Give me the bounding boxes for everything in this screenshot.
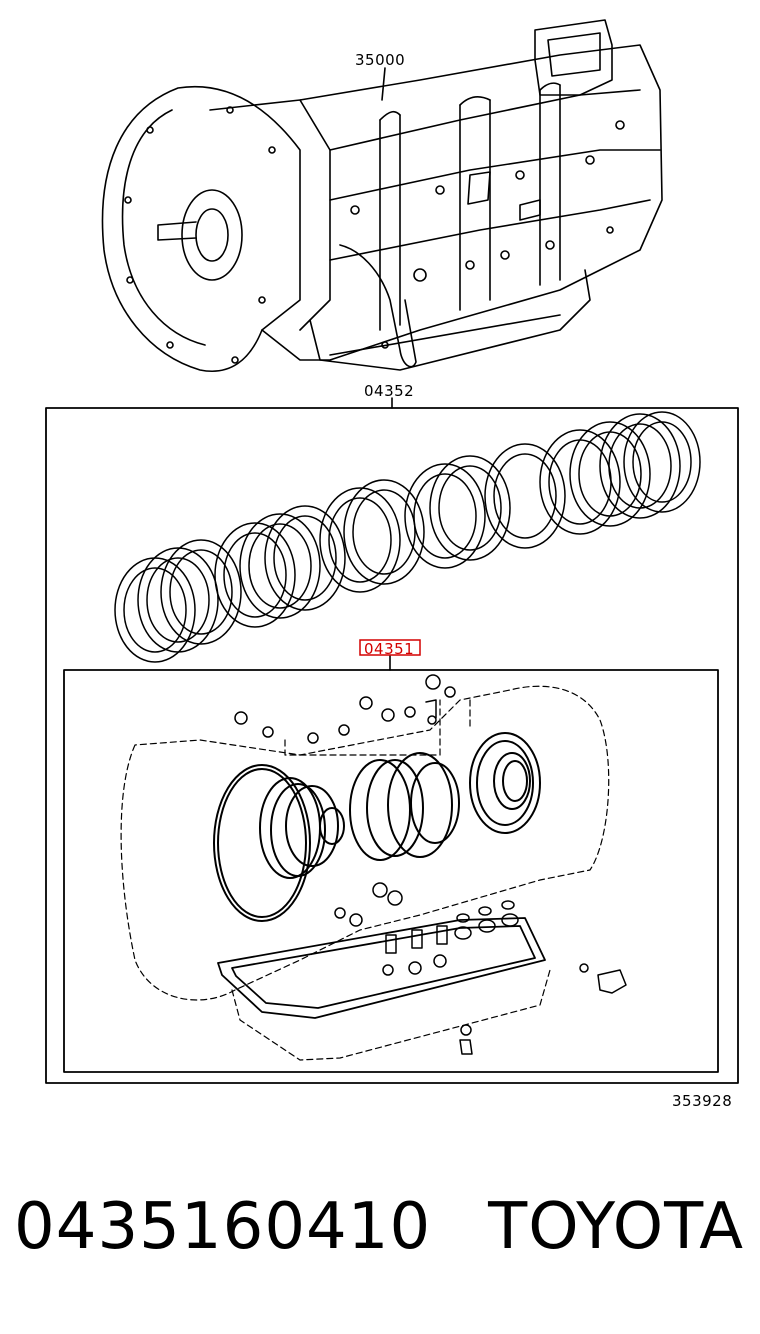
label-04351[interactable]: 04351 <box>364 640 414 658</box>
caption-bar: 0435160410 TOYOTA <box>0 1190 760 1280</box>
label-35000: 35000 <box>355 51 405 69</box>
oil-pan-gasket-illustration <box>217 917 551 1061</box>
seal-rings-illustration <box>213 732 541 922</box>
clutch-discs-illustration <box>114 411 701 663</box>
part-number: 0435160410 <box>14 1190 432 1264</box>
small-parts-illustration <box>234 674 627 1055</box>
leader-35000 <box>381 67 386 101</box>
parts-diagram: 35000 04352 04351 353928 <box>45 19 739 1110</box>
transmission-assembly-illustration <box>101 19 663 372</box>
highlight-box-04351 <box>359 639 421 656</box>
label-04352: 04352 <box>364 382 414 400</box>
label-illustration-number: 353928 <box>672 1092 732 1110</box>
gasket-kit-frame <box>63 669 719 1073</box>
brand-name: TOYOTA <box>488 1190 744 1264</box>
case-outline-dashed <box>120 685 610 1001</box>
